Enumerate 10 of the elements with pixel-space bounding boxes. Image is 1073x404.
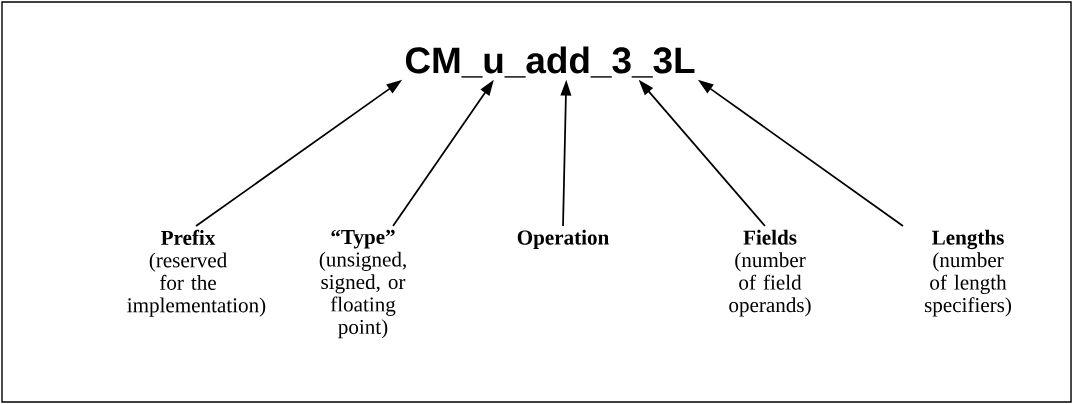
part-heading: Prefix [161, 229, 216, 245]
part-description: (unsigned, signed, or floating point) [319, 251, 406, 339]
part-description: (number of length specifiers) [924, 252, 1011, 317]
part-description: (reserved for the implementation) [127, 252, 266, 317]
part-heading: Fields [743, 229, 797, 245]
function-name: CM_u_add_3_3L [405, 46, 695, 78]
part-description: (number of field operands) [729, 252, 811, 317]
part-heading: “Type” [331, 229, 395, 249]
part-heading: Lengths [932, 229, 1004, 250]
part-heading: Operation [517, 229, 609, 249]
